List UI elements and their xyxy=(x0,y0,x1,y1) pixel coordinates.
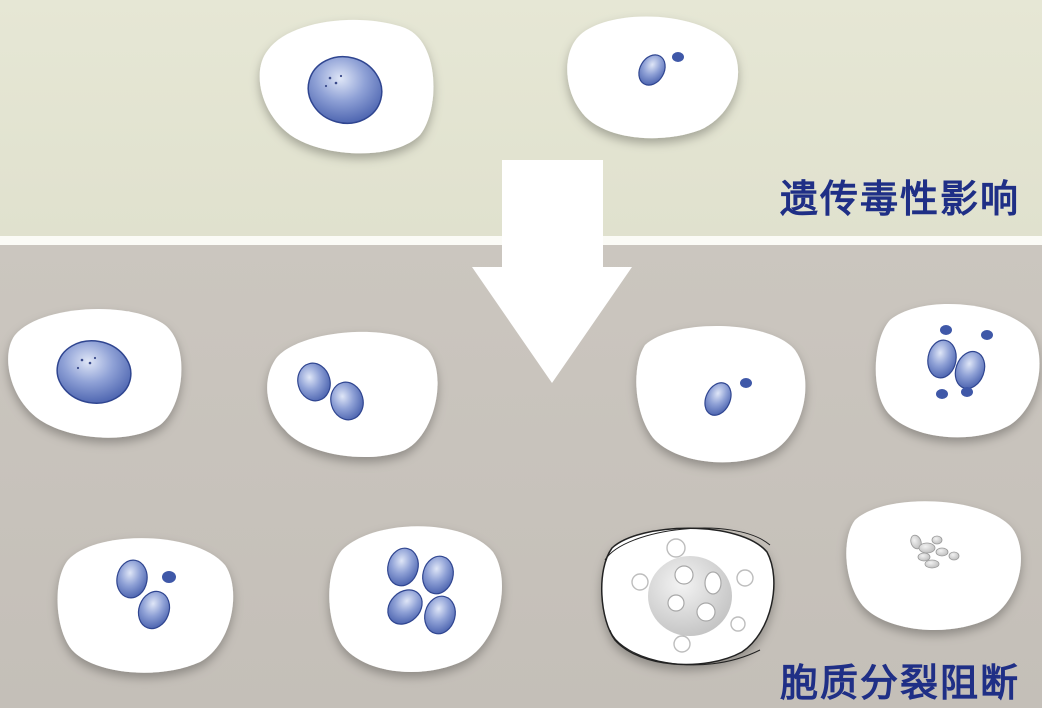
multinucleated-cell xyxy=(329,526,502,672)
apoptotic-cell xyxy=(846,501,1021,630)
micronucleus-cell-top xyxy=(567,17,738,139)
binucleated-cell xyxy=(267,332,437,457)
necrotic-cell xyxy=(602,528,774,665)
cytokinesis-block-label: 胞质分裂阻断 xyxy=(780,652,1020,707)
binucleated-micronuclei-cell xyxy=(876,304,1040,437)
binucleated-single-micronucleus-cell xyxy=(57,538,233,673)
normal-cell xyxy=(8,309,181,438)
genotoxic-effects-label: 遗传毒性影响 xyxy=(780,168,1020,223)
normal-cell-top xyxy=(260,20,434,153)
micronucleus-cell xyxy=(636,326,805,462)
down-arrow-icon xyxy=(472,160,632,383)
